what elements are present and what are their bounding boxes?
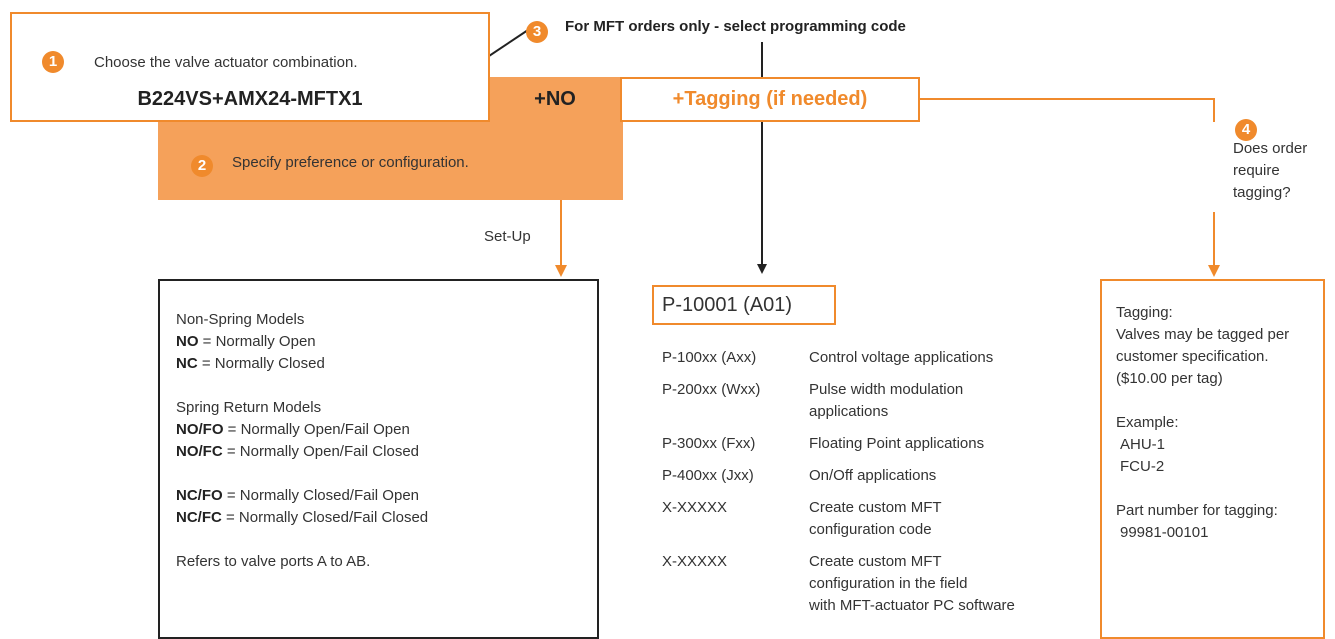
step4-question: Does order require tagging? xyxy=(1233,140,1308,201)
step2-text: Specify preference or configuration. xyxy=(232,154,469,171)
step2-box: 2 Specify preference or configuration. xyxy=(158,122,623,200)
example-item: FCU-2 xyxy=(1120,458,1165,475)
example-item: AHU-1 xyxy=(1120,436,1166,453)
config-item: NC/FC = Normally Closed/Fail Closed xyxy=(176,509,429,526)
code-row: P-400xx (Jxx) On/Off applications xyxy=(662,467,937,484)
example-label: Example: xyxy=(1116,414,1179,431)
arrow-to-tagging xyxy=(920,98,1215,122)
step1-badge: 1 xyxy=(42,51,64,73)
step1-box: 1 Choose the valve actuator combination.… xyxy=(10,12,490,122)
tagging-box: Tagging: Valves may be tagged per custom… xyxy=(1100,279,1325,639)
spring-return-group: Spring Return Models NO/FO = Normally Op… xyxy=(176,397,428,463)
spring-return-nc-group: NC/FO = Normally Closed/Fail Open NC/FC … xyxy=(176,485,428,529)
step3-title: For MFT orders only - select programming… xyxy=(565,18,906,35)
configuration-box: Non-Spring Models NO = Normally Open NC … xyxy=(158,279,599,639)
step2-badge: 2 xyxy=(191,155,213,177)
config-item: NO/FC = Normally Open/Fail Closed xyxy=(176,443,419,460)
model-number: B224VS+AMX24-MFTX1 xyxy=(137,88,363,110)
config-item: NC/FO = Normally Closed/Fail Open xyxy=(176,487,419,504)
selected-programming-code: P-10001 (A01) xyxy=(652,285,836,325)
config-cell: +NO xyxy=(490,77,620,122)
programming-code-list: P-100xx (Axx) Control voltage applicatio… xyxy=(662,347,1029,627)
tagging-title: Tagging: xyxy=(1116,304,1173,321)
setup-label: Set-Up xyxy=(484,228,531,245)
part-number: 99981-00101 xyxy=(1120,524,1209,541)
code-row: P-300xx (Fxx) Floating Point application… xyxy=(662,435,985,452)
config-item: NC = Normally Closed xyxy=(176,355,325,372)
step4-badge: 4 xyxy=(1235,119,1257,141)
tagging-cell: +Tagging (if needed) xyxy=(620,77,920,122)
config-item: NO/FO = Normally Open/Fail Open xyxy=(176,421,410,438)
non-spring-group: Non-Spring Models NO = Normally Open NC … xyxy=(176,309,428,375)
step3-badge: 3 xyxy=(526,21,548,43)
part-number-label: Part number for tagging: xyxy=(1116,502,1278,519)
config-item: NO = Normally Open xyxy=(176,333,316,350)
config-note: Refers to valve ports A to AB. xyxy=(176,553,371,570)
step1-text: Choose the valve actuator combination. xyxy=(94,54,358,71)
code-row: P-100xx (Axx) Control voltage applicatio… xyxy=(662,349,994,366)
